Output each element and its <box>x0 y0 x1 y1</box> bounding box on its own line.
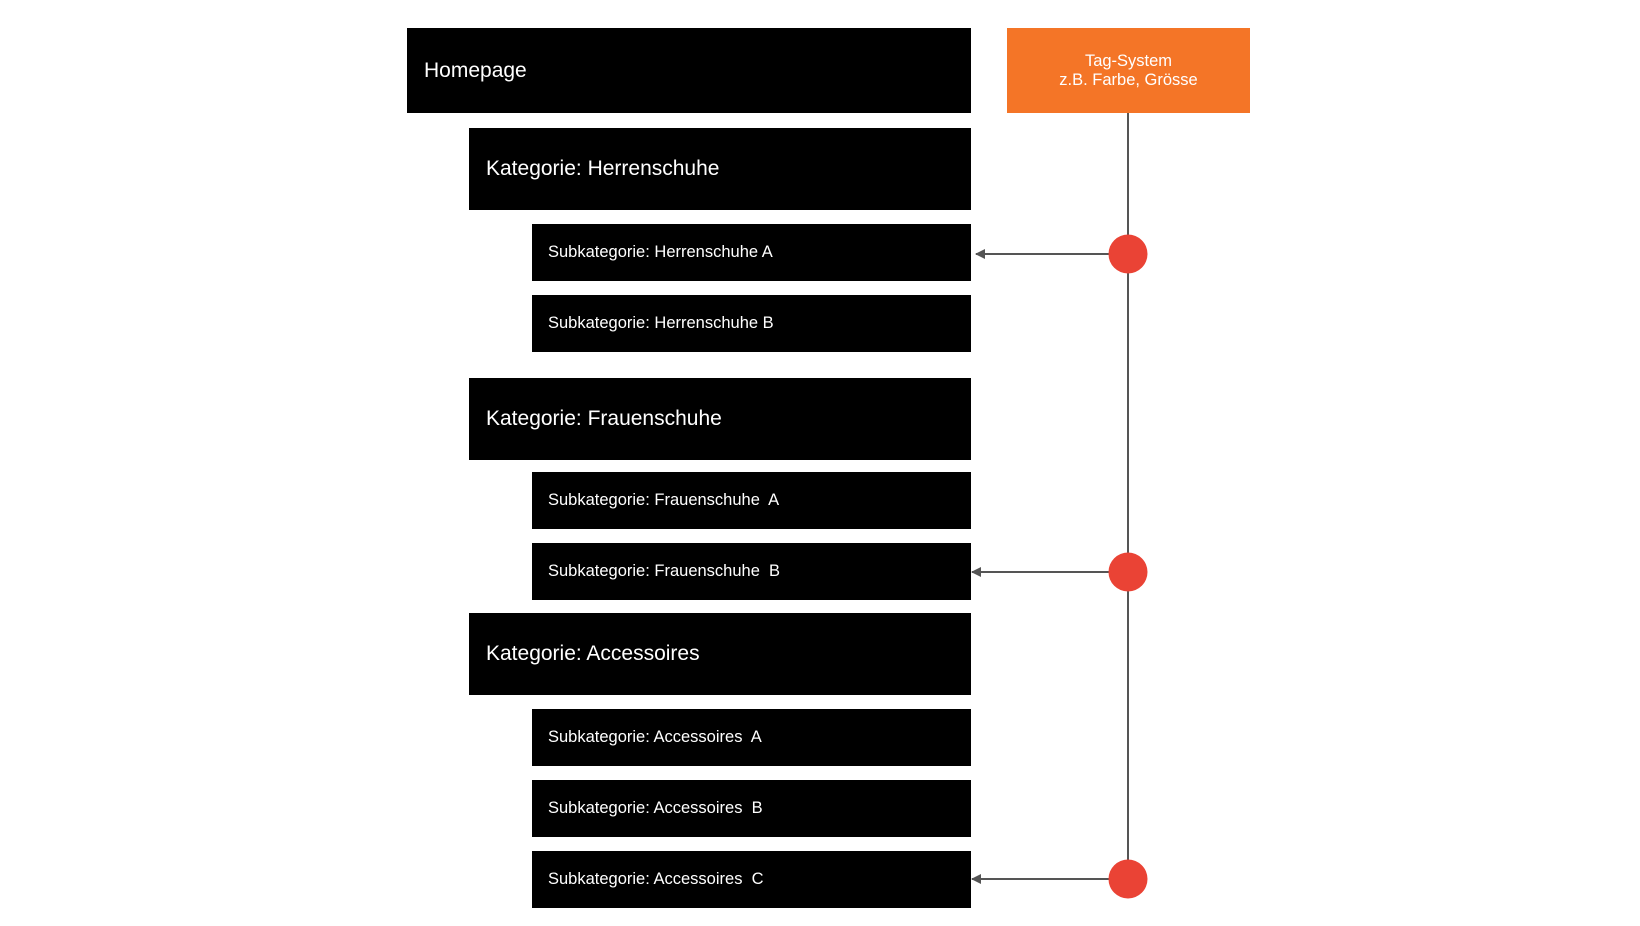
subcategory-label: Subkategorie: Accessoires A <box>548 728 762 746</box>
subcategory-node-accessoires-a: Subkategorie: Accessoires A <box>532 709 971 766</box>
subcategory-node-herrenschuhe-a: Subkategorie: Herrenschuhe A <box>532 224 971 281</box>
subcategory-label: Subkategorie: Accessoires C <box>548 870 764 888</box>
subcategory-node-frauenschuhe-b: Subkategorie: Frauenschuhe B <box>532 543 971 600</box>
subcategory-node-accessoires-c: Subkategorie: Accessoires C <box>532 851 971 908</box>
homepage-node: Homepage <box>407 28 971 113</box>
category-node-frauenschuhe: Kategorie: Frauenschuhe <box>469 378 971 460</box>
subcategory-label: Subkategorie: Accessoires B <box>548 799 763 817</box>
category-label: Kategorie: Accessoires <box>486 642 700 665</box>
tag-dot-frauenschuhe-b <box>1108 552 1148 592</box>
subcategory-node-frauenschuhe-a: Subkategorie: Frauenschuhe A <box>532 472 971 529</box>
tag-dot-herrenschuhe-a <box>1108 234 1148 274</box>
subcategory-label: Subkategorie: Frauenschuhe B <box>548 562 781 580</box>
tag-dot-accessoires-c <box>1108 859 1148 899</box>
category-node-herrenschuhe: Kategorie: Herrenschuhe <box>469 128 971 210</box>
category-label: Kategorie: Herrenschuhe <box>486 157 720 180</box>
subcategory-label: Subkategorie: Herrenschuhe B <box>548 314 774 332</box>
homepage-label: Homepage <box>424 58 527 82</box>
category-label: Kategorie: Frauenschuhe <box>486 407 722 430</box>
tag-system-box: Tag-System z.B. Farbe, Grösse <box>1007 28 1250 113</box>
subcategory-node-herrenschuhe-b: Subkategorie: Herrenschuhe B <box>532 295 971 352</box>
subcategory-label: Subkategorie: Herrenschuhe A <box>548 243 773 261</box>
category-node-accessoires: Kategorie: Accessoires <box>469 613 971 695</box>
tag-system-subtitle: z.B. Farbe, Grösse <box>1059 70 1198 89</box>
subcategory-label: Subkategorie: Frauenschuhe A <box>548 491 780 509</box>
subcategory-node-accessoires-b: Subkategorie: Accessoires B <box>532 780 971 837</box>
tag-system-title: Tag-System <box>1084 51 1173 70</box>
